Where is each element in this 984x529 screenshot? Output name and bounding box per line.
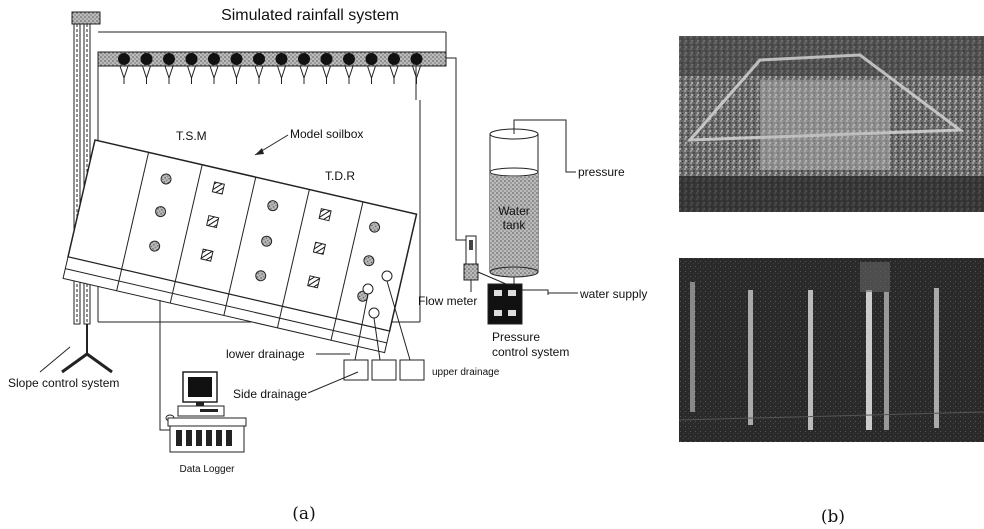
spray-cone [345, 66, 353, 84]
slope-control-label: Slope control system [8, 376, 119, 390]
sprinkler-nozzle [118, 53, 130, 65]
data-logger-computer [166, 372, 246, 452]
spray-cone [323, 66, 331, 84]
sprinkler-nozzle [388, 53, 400, 65]
spray-cone [300, 66, 308, 84]
pressure-control-label-line1: Pressure [492, 330, 540, 344]
model-soilbox-label: Model soilbox [290, 127, 363, 141]
supply-pipe [446, 58, 470, 240]
photo-top [679, 36, 984, 212]
side-drainage-label: Side drainage [233, 387, 307, 401]
water-tank-label-line2: tank [503, 218, 527, 232]
panel-b: (b) [679, 36, 984, 527]
pressure-line [514, 120, 576, 172]
flow-meter-label: Flow meter [418, 294, 477, 308]
pressure-control-label-line2: control system [492, 345, 569, 359]
flow-meter [464, 236, 478, 292]
caption-a: (a) [292, 504, 315, 524]
data-logger-label: Data Logger [179, 464, 235, 475]
pressure-label: pressure [578, 165, 625, 179]
spray-cone [143, 66, 151, 84]
pressure-control-box [478, 272, 522, 324]
rainfall-system-title: Simulated rainfall system [221, 7, 399, 24]
sprinkler-nozzle [321, 53, 333, 65]
tdr-label: T.D.R [325, 169, 355, 183]
side-drainage-leader [308, 372, 358, 393]
sprinkler-nozzle [163, 53, 175, 65]
soilbox-arrowhead [255, 148, 264, 155]
sprinkler-nozzle [366, 53, 378, 65]
photo-bottom [679, 258, 984, 442]
lower-drainage-label: lower drainage [226, 347, 305, 361]
water-tank [490, 129, 538, 277]
panel-a: Simulated rainfall system [8, 7, 647, 524]
water-tank-label-line1: Water [498, 204, 530, 218]
sprinkler-nozzle [253, 53, 265, 65]
drainage-containers [344, 360, 424, 380]
sprinkler-nozzle [276, 53, 288, 65]
spray-cone [210, 66, 218, 84]
spray-cone [233, 66, 241, 84]
tsm-label: T.S.M [176, 129, 207, 143]
spray-cone [390, 66, 398, 84]
water-supply-label: water supply [579, 287, 647, 301]
caption-b: (b) [821, 507, 845, 527]
spray-cone [368, 66, 376, 84]
spray-cone [278, 66, 286, 84]
sprinkler-nozzle [186, 53, 198, 65]
sprinkler-nozzle [208, 53, 220, 65]
sprinkler-nozzle [343, 53, 355, 65]
sprinkler-nozzle [141, 53, 153, 65]
sprinkler-nozzle [298, 53, 310, 65]
upper-drainage-label: upper drainage [432, 367, 500, 378]
sprinkler-nozzle [231, 53, 243, 65]
spray-cone [188, 66, 196, 84]
spray-cone [120, 66, 128, 84]
spray-cone [165, 66, 173, 84]
model-soilbox [63, 140, 416, 353]
sprinkler-nozzle [411, 53, 423, 65]
spray-cone [255, 66, 263, 84]
